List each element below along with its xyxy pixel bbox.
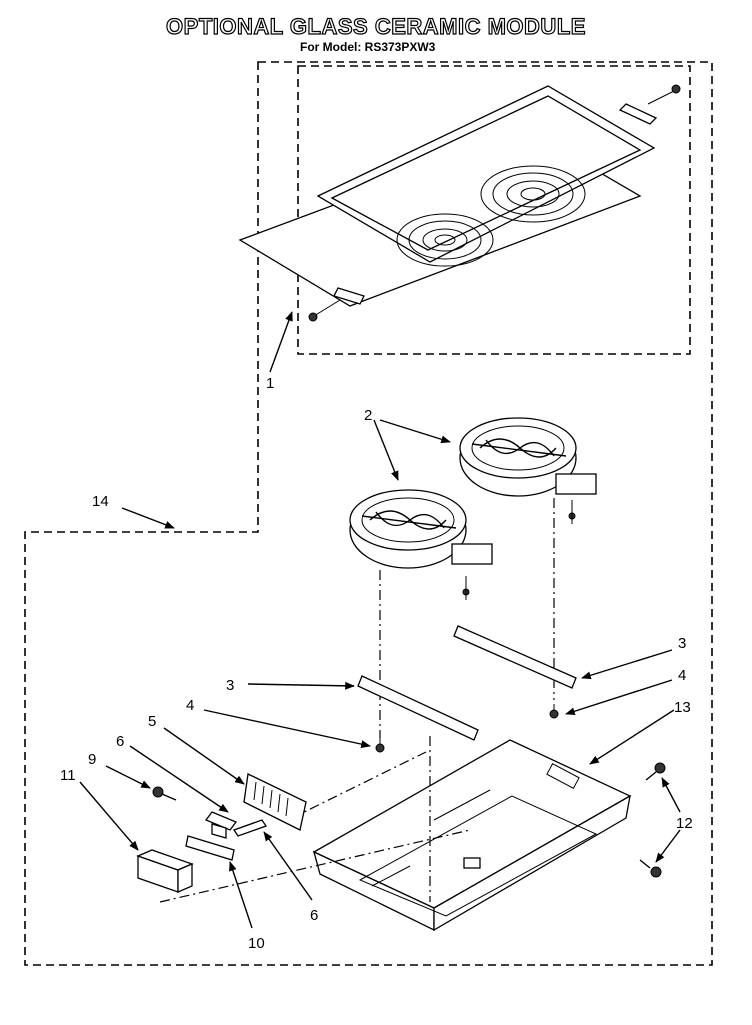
leader-5 [163,727,245,785]
screw-4-right [549,704,559,719]
retainer-clip-upper [204,811,238,839]
leader-10 [229,861,253,929]
surface-element-rear [459,417,597,524]
callout-6-lower: 6 [310,907,318,924]
callout-3-right: 3 [678,635,686,652]
leader-4a [565,679,673,716]
leader-12a [661,777,681,813]
leader-3b [247,681,355,690]
leader-14 [121,507,175,529]
callout-3-left: 3 [226,677,234,694]
cooktop-frame [316,85,656,263]
junction-box [136,849,194,893]
callout-10: 10 [248,935,265,952]
support-bar-left [357,675,479,741]
callout-6-upper: 6 [116,733,124,750]
leader-12b [655,829,681,863]
callout-11: 11 [60,767,76,784]
frame-clip-right [618,84,681,125]
leader-3a [581,649,673,680]
screw-9 [152,786,177,801]
module-outline-dashed [24,61,713,966]
glass-burner-markings [396,165,586,267]
callout-5: 5 [148,713,156,730]
retainer-clip-lower [232,819,268,837]
callout-4-left: 4 [186,697,194,714]
callout-12: 12 [676,815,693,832]
leader-6b [263,831,313,901]
frame-clip-left [308,287,365,322]
leader-2b [373,419,399,481]
leader-1 [269,311,293,373]
bolt-12-upper [645,762,666,781]
mounting-bracket [185,835,235,861]
callout-13: 13 [674,699,691,716]
module-base-pan [312,739,632,932]
callout-4-right: 4 [678,667,686,684]
diagram-title: OPTIONAL GLASS CERAMIC MODULE [165,13,586,39]
glass-top-assembly-outline [297,65,691,355]
terminal-block [243,773,307,831]
callout-1: 1 [266,375,274,392]
leader-11 [79,781,139,851]
leader-13 [589,709,675,765]
surface-element-front [349,489,493,600]
support-bar-right [453,625,577,689]
callout-14: 14 [92,493,109,510]
callout-2: 2 [364,407,372,424]
screw-4-left [375,738,385,753]
wiring-path-lower [159,829,471,903]
leader-4b [203,709,371,748]
leader-6a [129,745,229,813]
model-subtitle: For Model: RS373PXW3 [300,40,436,54]
wiring-path-upper [291,751,427,819]
leader-9 [105,765,151,789]
bolt-12-lower [639,859,662,878]
leader-2a [379,419,451,444]
callout-9: 9 [88,751,96,768]
